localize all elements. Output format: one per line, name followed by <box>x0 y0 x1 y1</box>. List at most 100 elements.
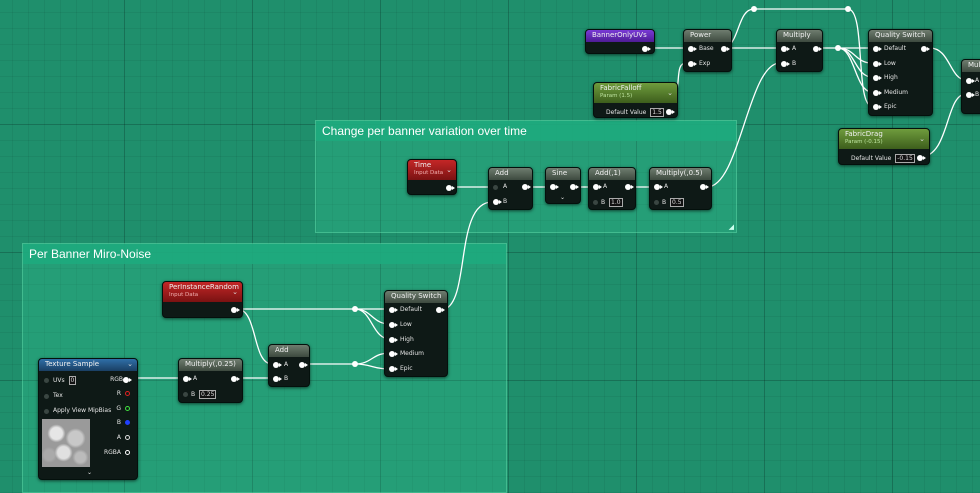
input-pin-medium[interactable] <box>873 90 882 96</box>
node-banner-only-uvs[interactable]: BannerOnlyUVs <box>585 29 655 54</box>
input-pin-b[interactable] <box>593 200 598 205</box>
b-value-input[interactable]: 0.5 <box>670 198 684 207</box>
default-value-input[interactable]: 1.5 <box>650 108 664 117</box>
node-add-bottom[interactable]: Add A B <box>268 344 310 387</box>
node-texture-sample[interactable]: Texture Sample ⌄ UVs 0 Tex Apply View Mi… <box>38 358 138 480</box>
node-header[interactable]: Multiply <box>777 30 822 42</box>
output-pin-a[interactable] <box>125 435 130 440</box>
input-pin-epic[interactable] <box>873 104 882 110</box>
node-header[interactable]: FabricFalloff Param (1.5) ⌄ <box>594 83 677 103</box>
input-pin-b[interactable] <box>273 376 282 382</box>
chevron-down-icon[interactable]: ⌄ <box>560 194 566 201</box>
node-quality-switch-bottom[interactable]: Quality Switch Default Low High Medium E… <box>384 290 448 377</box>
output-pin[interactable] <box>700 184 709 190</box>
input-pin-b[interactable] <box>654 200 659 205</box>
chevron-down-icon[interactable]: ⌄ <box>86 469 92 476</box>
output-pin[interactable] <box>231 307 240 313</box>
node-multiply-top[interactable]: Multiply A B <box>776 29 823 72</box>
input-pin-b[interactable] <box>183 392 188 397</box>
output-pin[interactable] <box>813 46 822 52</box>
node-header[interactable]: Mul <box>962 60 980 72</box>
input-pin[interactable] <box>550 184 559 190</box>
resize-grip-icon[interactable]: ◢ <box>728 223 734 231</box>
node-header[interactable]: Add <box>489 168 532 180</box>
comment-title-variation[interactable]: Change per banner variation over time <box>316 121 736 141</box>
input-pin-epic[interactable] <box>389 366 398 372</box>
input-pin-mipbias[interactable] <box>44 409 49 414</box>
node-add-one[interactable]: Add(,1) A B 1.0 <box>588 167 636 210</box>
output-pin[interactable] <box>625 184 634 190</box>
output-pin[interactable] <box>436 307 445 313</box>
node-quality-switch-top[interactable]: Quality Switch Default Low High Medium E… <box>868 29 933 116</box>
node-header[interactable]: Time Input Data ⌄ <box>408 160 456 180</box>
node-multiply-half[interactable]: Multiply(,0.5) A B 0.5 <box>649 167 712 210</box>
node-fabric-drag[interactable]: FabricDrag Param (-0.15) ⌄ Default Value… <box>838 128 930 165</box>
input-pin-default[interactable] <box>873 46 882 52</box>
output-pin-rgb[interactable] <box>123 377 132 383</box>
output-pin[interactable] <box>446 185 455 191</box>
uvs-value-input[interactable]: 0 <box>68 376 77 385</box>
input-pin-low[interactable] <box>873 61 882 67</box>
input-pin-a[interactable] <box>273 362 282 368</box>
output-pin[interactable] <box>721 46 730 52</box>
node-header[interactable]: Multiply(,0.5) <box>650 168 711 180</box>
input-pin-a[interactable] <box>654 184 663 190</box>
node-power[interactable]: Power Base Exp <box>683 29 732 72</box>
input-pin-b[interactable] <box>966 92 975 98</box>
input-pin-high[interactable] <box>873 75 882 81</box>
output-pin-b[interactable] <box>125 420 130 425</box>
chevron-down-icon[interactable]: ⌄ <box>446 166 452 174</box>
output-pin[interactable] <box>299 362 308 368</box>
node-per-instance-random[interactable]: PerInstanceRandom Input Data ⌄ <box>162 281 243 318</box>
output-pin-rgba[interactable] <box>125 450 130 455</box>
node-header[interactable]: Add <box>269 345 309 357</box>
input-pin-uvs[interactable] <box>44 378 49 383</box>
node-partial-right[interactable]: Mul A B <box>961 59 980 114</box>
node-header[interactable]: Quality Switch <box>869 30 932 42</box>
node-header[interactable]: Quality Switch <box>385 291 447 303</box>
output-pin[interactable] <box>921 46 930 52</box>
output-pin[interactable] <box>570 184 579 190</box>
input-pin-default[interactable] <box>389 307 398 313</box>
input-pin-a[interactable] <box>966 78 975 84</box>
b-value-input[interactable]: 1.0 <box>609 198 623 207</box>
chevron-down-icon[interactable]: ⌄ <box>127 360 133 368</box>
default-value-input[interactable]: -0.15 <box>895 154 915 163</box>
input-pin-medium[interactable] <box>389 351 398 357</box>
node-time[interactable]: Time Input Data ⌄ <box>407 159 457 195</box>
chevron-down-icon[interactable]: ⌄ <box>667 89 673 97</box>
input-pin-a[interactable] <box>593 184 602 190</box>
output-pin[interactable] <box>666 109 675 115</box>
node-header[interactable]: PerInstanceRandom Input Data ⌄ <box>163 282 242 302</box>
chevron-down-icon[interactable]: ⌄ <box>919 135 925 143</box>
output-pin[interactable] <box>231 376 240 382</box>
comment-title-noise[interactable]: Per Banner Miro-Noise <box>23 244 506 264</box>
output-pin-g[interactable] <box>125 406 130 411</box>
input-pin-exp[interactable] <box>688 61 697 67</box>
node-header[interactable]: Multiply(,0.25) <box>179 359 242 371</box>
output-pin[interactable] <box>642 46 651 52</box>
node-header[interactable]: Add(,1) <box>589 168 635 180</box>
node-header[interactable]: Sine <box>546 168 580 180</box>
input-pin-low[interactable] <box>389 322 398 328</box>
input-pin-base[interactable] <box>688 46 697 52</box>
node-header[interactable]: FabricDrag Param (-0.15) ⌄ <box>839 129 929 149</box>
input-pin-b[interactable] <box>781 61 790 67</box>
input-pin-a[interactable] <box>493 185 498 190</box>
node-fabric-falloff[interactable]: FabricFalloff Param (1.5) ⌄ Default Valu… <box>593 82 678 118</box>
node-sine[interactable]: Sine ⌄ <box>545 167 581 204</box>
node-multiply-quarter[interactable]: Multiply(,0.25) A B 0.25 <box>178 358 243 403</box>
output-pin[interactable] <box>917 155 926 161</box>
node-header[interactable]: Power <box>684 30 731 42</box>
chevron-down-icon[interactable]: ⌄ <box>232 288 238 296</box>
input-pin-high[interactable] <box>389 337 398 343</box>
input-pin-b[interactable] <box>493 199 502 205</box>
input-pin-a[interactable] <box>781 46 790 52</box>
b-value-input[interactable]: 0.25 <box>199 390 217 399</box>
input-pin-tex[interactable] <box>44 394 49 399</box>
output-pin-r[interactable] <box>125 391 130 396</box>
input-pin-a[interactable] <box>183 376 192 382</box>
output-pin[interactable] <box>522 184 531 190</box>
node-add-top[interactable]: Add A B <box>488 167 533 210</box>
node-header[interactable]: Texture Sample ⌄ <box>39 359 137 371</box>
